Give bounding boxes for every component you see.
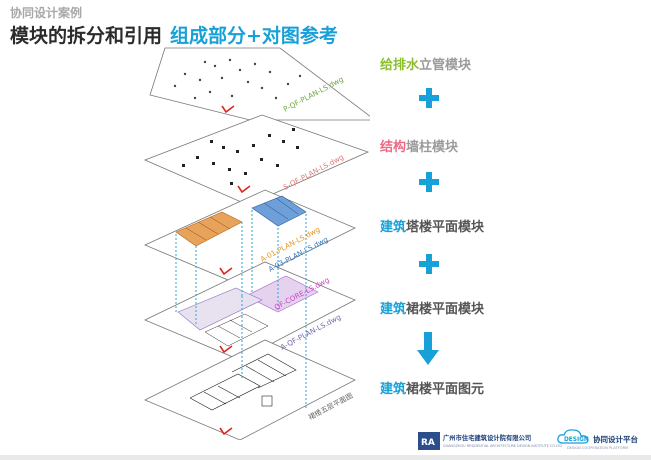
podium-graphics-plan <box>189 353 297 411</box>
module-accent: 建筑 <box>380 302 407 317</box>
module-rest: 立管模块 <box>419 58 472 73</box>
platform-english-name: DESIGN COOPERATION PLATFORM <box>567 446 629 450</box>
org-english-name: GUANGZHOU RESIDENTIAL ARCHITECTURE DESIG… <box>443 444 562 448</box>
tower-block-blue <box>251 195 307 227</box>
section-label: 协同设计案例 <box>10 6 83 20</box>
module-accent: 建筑 <box>380 220 407 235</box>
layer-plane-structure <box>143 114 370 206</box>
platform-name: 协同设计平台 <box>593 435 638 444</box>
module-accent: 给排水 <box>380 58 420 73</box>
module-label-drainage: 给排水立管模块 <box>380 54 471 73</box>
layer-plane-podium-graphics <box>144 339 356 440</box>
module-accent: 结构 <box>380 140 407 155</box>
down-arrow-icon <box>417 332 439 365</box>
module-rest: 塔楼平面模块 <box>406 220 485 235</box>
module-accent: 建筑 <box>380 382 407 397</box>
footer-bar <box>0 455 651 460</box>
podium-plan-lines <box>204 313 269 347</box>
plus-icon <box>419 172 439 192</box>
projection-lines <box>175 210 307 408</box>
layer-marker-2 <box>237 185 251 194</box>
module-rest: 裙楼平面图元 <box>406 382 485 397</box>
org-name: 广州市住宅建筑设计院有限公司 <box>443 435 532 442</box>
layer-marker-5 <box>219 427 233 436</box>
cloud-logo-icon: DESIGN <box>557 429 589 444</box>
module-rest: 裙楼平面模块 <box>406 302 485 317</box>
page-title: 模块的拆分和引用组成部分+对图参考 <box>10 21 338 48</box>
layer-marker-4 <box>219 345 233 354</box>
structure-columns <box>182 128 299 185</box>
module-rest: 墙柱模块 <box>406 140 459 155</box>
drainage-pipe-dots <box>173 58 302 100</box>
svg-text:RA: RA <box>421 438 435 448</box>
svg-text:DESIGN: DESIGN <box>564 437 589 443</box>
layer-marker-1 <box>221 105 235 114</box>
layer-stack-diagram: P-QF-PLAN-LS.dwg S-QF-PLAN-LS.dwg A-01-P… <box>143 47 370 440</box>
title-main: 模块的拆分和引用 <box>10 25 163 47</box>
layer-plane-drainage <box>149 47 370 121</box>
title-highlight: 组成部分+对图参考 <box>170 25 338 47</box>
module-label-podium: 建筑裙楼平面模块 <box>380 298 484 317</box>
layer-marker-3 <box>219 267 233 276</box>
plus-icon <box>419 88 439 108</box>
podium-core-block <box>177 275 319 331</box>
building-logo-icon: RA <box>418 432 440 450</box>
module-label-graphics: 建筑裙楼平面图元 <box>380 378 484 397</box>
module-label-tower: 建筑塔楼平面模块 <box>380 216 484 235</box>
module-label-structure: 结构墙柱模块 <box>380 136 458 155</box>
plus-icon <box>419 254 439 274</box>
